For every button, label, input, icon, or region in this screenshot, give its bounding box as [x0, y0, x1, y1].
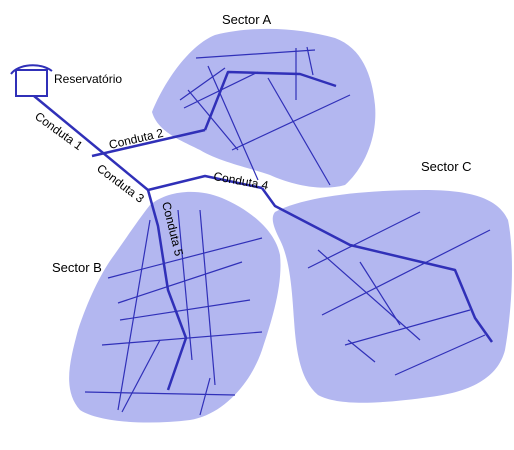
conduit-1-line — [33, 95, 149, 191]
sector-c-area — [272, 190, 512, 403]
conduit-2-line — [91, 128, 206, 158]
reservoir-label: Reservatório — [54, 72, 122, 86]
conduit-c-trunk — [260, 187, 494, 343]
sector-c-distribution-pipes — [307, 211, 491, 376]
reservoir-icon — [10, 64, 53, 97]
sector-c-label: Sector C — [421, 159, 472, 174]
conduit-2-label: Conduta 2 — [108, 126, 165, 152]
main-conduits — [33, 70, 494, 391]
conduit-5-line — [146, 189, 188, 391]
conduit-a-trunk — [203, 70, 337, 131]
sector-b-distribution-pipes — [84, 209, 263, 416]
sector-a-area — [152, 28, 376, 188]
sector-b-label: Sector B — [52, 260, 102, 275]
conduit-4-label: Conduta 4 — [212, 169, 269, 192]
conduit-4-line — [147, 174, 263, 192]
sector-a-label: Sector A — [222, 12, 271, 27]
